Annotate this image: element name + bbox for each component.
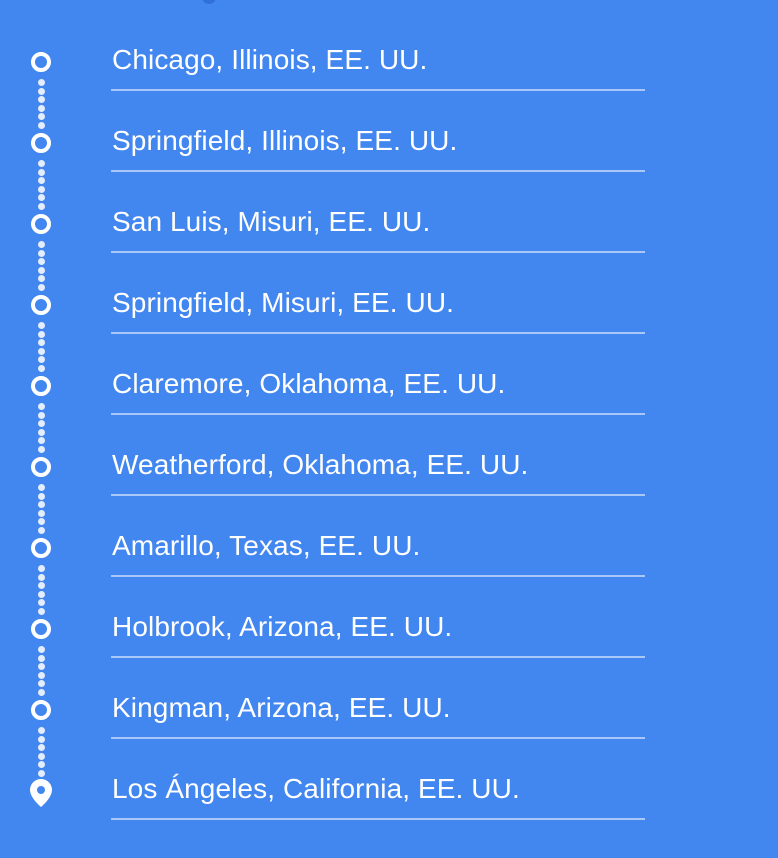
route-stop-item[interactable]: Springfield, Misuri, EE. UU. xyxy=(0,265,778,372)
route-stop-label[interactable]: San Luis, Misuri, EE. UU. xyxy=(112,206,431,237)
waypoint-circle-icon xyxy=(31,133,51,153)
route-connector-dots xyxy=(37,160,45,210)
stop-divider xyxy=(111,737,645,739)
waypoint-circle-icon xyxy=(31,52,51,72)
route-stop-item[interactable]: Los Ángeles, California, EE. UU. xyxy=(0,751,778,832)
route-connector-dots xyxy=(37,79,45,129)
route-connector-dots xyxy=(37,565,45,615)
stop-divider xyxy=(111,251,645,253)
waypoint-circle-icon xyxy=(31,619,51,639)
waypoint-circle-icon xyxy=(31,376,51,396)
route-connector-dots xyxy=(37,646,45,696)
route-stop-label[interactable]: Claremore, Oklahoma, EE. UU. xyxy=(112,368,506,399)
route-connector-dots xyxy=(37,727,45,777)
route-stop-item[interactable]: Weatherford, Oklahoma, EE. UU. xyxy=(0,427,778,534)
route-connector-dots xyxy=(37,403,45,453)
route-connector-dots xyxy=(37,241,45,291)
route-stop-item[interactable]: Kingman, Arizona, EE. UU. xyxy=(0,670,778,777)
route-stop-label[interactable]: Chicago, Illinois, EE. UU. xyxy=(112,44,428,75)
route-stop-item[interactable]: Amarillo, Texas, EE. UU. xyxy=(0,508,778,615)
route-stop-label[interactable]: Springfield, Illinois, EE. UU. xyxy=(112,125,458,156)
route-stop-item[interactable]: Springfield, Illinois, EE. UU. xyxy=(0,103,778,210)
location-pin-icon xyxy=(29,778,53,808)
route-stop-label[interactable]: Kingman, Arizona, EE. UU. xyxy=(112,692,451,723)
route-stop-label[interactable]: Springfield, Misuri, EE. UU. xyxy=(112,287,455,318)
route-stop-label[interactable]: Amarillo, Texas, EE. UU. xyxy=(112,530,421,561)
route-stop-label[interactable]: Los Ángeles, California, EE. UU. xyxy=(112,773,520,804)
stop-divider xyxy=(111,170,645,172)
stop-divider xyxy=(111,494,645,496)
route-stop-item[interactable]: Chicago, Illinois, EE. UU. xyxy=(0,22,778,129)
waypoint-circle-icon xyxy=(31,700,51,720)
waypoint-circle-icon xyxy=(31,457,51,477)
collapsed-header-edge xyxy=(202,0,216,4)
route-stop-item[interactable]: San Luis, Misuri, EE. UU. xyxy=(0,184,778,291)
route-stop-label[interactable]: Holbrook, Arizona, EE. UU. xyxy=(112,611,453,642)
stop-divider xyxy=(111,575,645,577)
route-stop-item[interactable]: Holbrook, Arizona, EE. UU. xyxy=(0,589,778,696)
route-stop-item[interactable]: Claremore, Oklahoma, EE. UU. xyxy=(0,346,778,453)
route-connector-dots xyxy=(37,484,45,534)
stop-divider xyxy=(111,656,645,658)
waypoint-circle-icon xyxy=(31,538,51,558)
stop-divider xyxy=(111,332,645,334)
waypoint-circle-icon xyxy=(31,295,51,315)
route-stop-label[interactable]: Weatherford, Oklahoma, EE. UU. xyxy=(112,449,529,480)
stop-divider xyxy=(111,413,645,415)
stop-divider xyxy=(111,89,645,91)
route-stop-list: Chicago, Illinois, EE. UU. Springfield, … xyxy=(0,22,778,832)
waypoint-circle-icon xyxy=(31,214,51,234)
stop-divider xyxy=(111,818,645,820)
route-connector-dots xyxy=(37,322,45,372)
